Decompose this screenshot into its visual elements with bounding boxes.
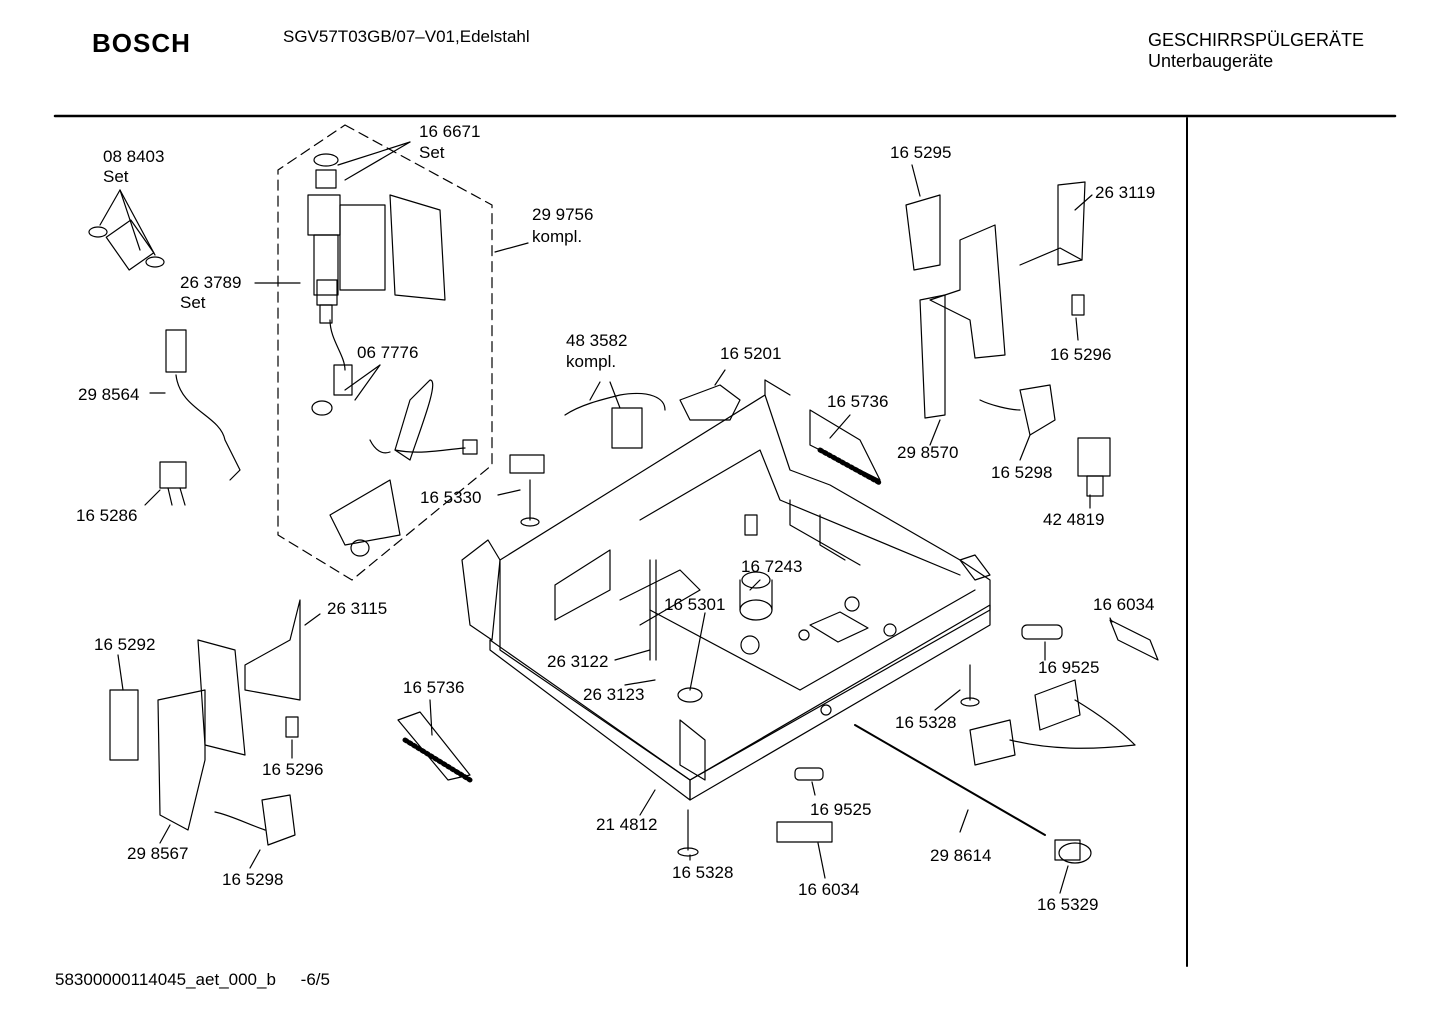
label-165330: 16 5330	[420, 488, 481, 507]
brand-logo: BOSCH	[92, 28, 191, 58]
drain-hose	[175, 374, 241, 481]
label-263123: 26 3123	[583, 685, 644, 704]
label-165328-a: 16 5328	[672, 863, 733, 882]
label-088403: 08 8403	[103, 147, 164, 166]
label-165292: 16 5292	[94, 635, 155, 654]
pump-assembly-outline	[277, 124, 493, 581]
label-165298-b: 16 5298	[222, 870, 283, 889]
label-165295: 16 5295	[890, 143, 951, 162]
page-number: -6/5	[300, 970, 330, 989]
hose-clip-left	[88, 226, 108, 238]
category-subtitle: Unterbaugeräte	[1148, 51, 1274, 71]
label-169525-b: 16 9525	[1038, 658, 1099, 677]
label-165736-a: 16 5736	[827, 392, 888, 411]
label-165298-a: 16 5298	[991, 463, 1052, 482]
document-id: 58300000114045_aet_000_b	[55, 970, 276, 989]
label-167243: 16 7243	[741, 557, 802, 576]
label-214812: 21 4812	[596, 815, 657, 834]
base-tub-drawing	[461, 379, 991, 801]
clip-165286	[159, 461, 187, 489]
label-165328-b: 16 5328	[895, 713, 956, 732]
label-165286: 16 5286	[76, 506, 137, 525]
label-165296-b: 16 5296	[262, 760, 323, 779]
part-labels: 08 8403 Set 16 6671 Set 29 9756 kompl. 2…	[76, 122, 1155, 914]
label-166671: 16 6671	[419, 122, 480, 141]
label-set-1: Set	[103, 167, 129, 186]
label-298567: 29 8567	[127, 844, 188, 863]
label-kompl-1: kompl.	[532, 227, 582, 246]
label-set-3: Set	[180, 293, 206, 312]
model-number: SGV57T03GB/07–V01,Edelstahl	[283, 27, 530, 46]
label-298614: 29 8614	[930, 846, 991, 865]
footer: 58300000114045_aet_000_b -6/5	[55, 970, 330, 990]
category-title: GESCHIRRSPÜLGERÄTE	[1148, 30, 1365, 50]
label-166034-a: 16 6034	[1093, 595, 1154, 614]
label-165201: 16 5201	[720, 344, 781, 363]
label-set-2: Set	[419, 143, 445, 162]
label-263122: 26 3122	[547, 652, 608, 671]
hose-clip-right	[145, 256, 165, 268]
label-298570: 29 8570	[897, 443, 958, 462]
label-067776: 06 7776	[357, 343, 418, 362]
label-169525-a: 16 9525	[810, 800, 871, 819]
hose-sleeve	[105, 219, 155, 271]
label-166034-b: 16 6034	[798, 880, 859, 899]
label-165329: 16 5329	[1037, 895, 1098, 914]
label-263789: 26 3789	[180, 273, 241, 292]
label-298564: 29 8564	[78, 385, 139, 404]
label-299756: 29 9756	[532, 205, 593, 224]
label-424819: 42 4819	[1043, 510, 1104, 529]
label-kompl-2: kompl.	[566, 352, 616, 371]
label-263115: 26 3115	[327, 599, 387, 618]
label-165301: 16 5301	[664, 595, 725, 614]
label-483582: 48 3582	[566, 331, 627, 350]
label-263119: 26 3119	[1095, 183, 1155, 202]
hose-spring	[165, 329, 187, 373]
label-165296-a: 16 5296	[1050, 345, 1111, 364]
label-165736-b: 16 5736	[403, 678, 464, 697]
